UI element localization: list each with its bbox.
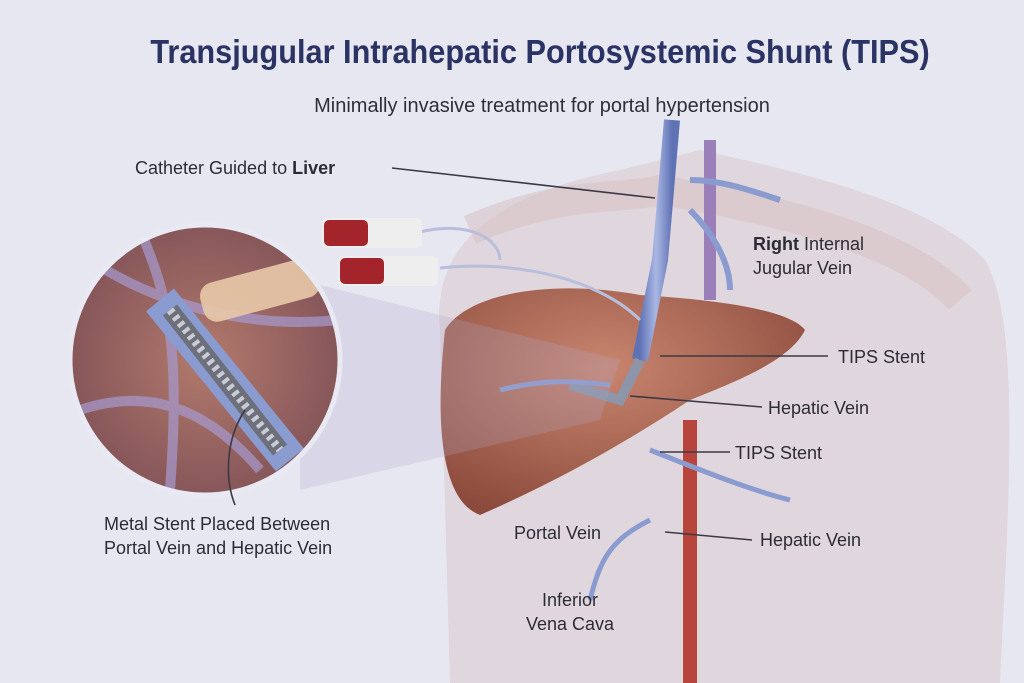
- label-metal-stent-line1: Metal Stent Placed Between: [104, 514, 331, 534]
- label-catheter-text: Catheter Guided to: [135, 158, 293, 178]
- vial-1: [322, 218, 422, 248]
- label-metal-stent-line2: Portal Vein and Hepatic Vein: [104, 538, 333, 558]
- label-ivc-line2: Vena Cava: [525, 614, 615, 634]
- tips-stent: [568, 357, 645, 406]
- label-rijv-bold: Right: [753, 234, 799, 254]
- label-portal-vein: Portal Vein: [514, 523, 602, 543]
- label-tips-stent-2: TIPS Stent: [735, 443, 823, 463]
- label-catheter: Catheter Guided to Liver: [135, 156, 335, 180]
- page-subtitle: Minimally invasive treatment for portal …: [314, 95, 770, 117]
- magnified-inset: [67, 222, 343, 498]
- label-tips-stent-1: TIPS Stent: [838, 347, 926, 367]
- jugular-vein: [632, 119, 680, 362]
- page-title: Transjugular Intrahepatic Portosystemic …: [150, 33, 930, 70]
- label-hepatic-vein-2: Hepatic Vein: [760, 530, 862, 550]
- label-catheter-bold: Liver: [292, 158, 336, 178]
- label-hepatic-vein-1: Hepatic Vein: [768, 398, 870, 418]
- label-rijv-line2: Jugular Vein: [753, 258, 853, 278]
- label-rijv-rest: Internal: [798, 234, 865, 254]
- leader-lines: [227, 167, 828, 541]
- label-ivc-line1: Inferior: [541, 590, 599, 610]
- vial-2: [338, 256, 438, 286]
